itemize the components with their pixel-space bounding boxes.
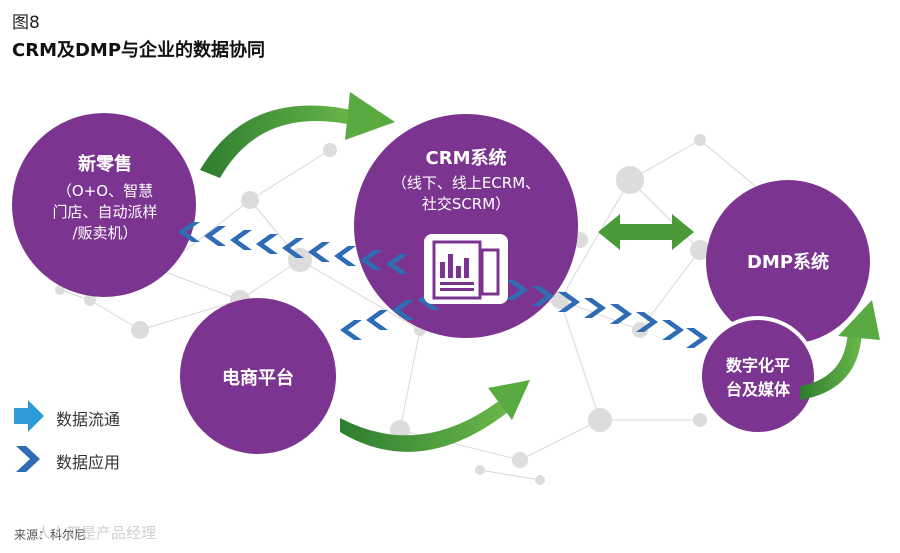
ecommerce-node: 电商平台 xyxy=(190,364,326,390)
digital-title-1: 数字化平 xyxy=(725,356,790,375)
source-note: 来源：科尔尼 xyxy=(14,528,87,542)
chevron-right-icon xyxy=(16,446,40,472)
digital-circle xyxy=(698,316,818,436)
ecommerce-circle xyxy=(180,298,336,454)
arrow-digital-to-dmp xyxy=(800,300,880,400)
report-document-icon xyxy=(424,234,508,304)
retail-title: 新零售 xyxy=(78,154,132,175)
retail-node: 新零售 （O+O、智慧 门店、自动派样 /贩卖机） xyxy=(22,150,188,243)
dmp-circle xyxy=(706,180,870,344)
crm-detail-2: 社交SCRM） xyxy=(421,195,511,213)
legend-flow-label: 数据流通 xyxy=(56,410,121,429)
figure-label: 图8 xyxy=(12,13,40,33)
watermark: 人人都是产品经理 xyxy=(36,524,157,542)
crm-detail-1: （线下、线上ECRM、 xyxy=(391,174,541,192)
arrow-crm-dmp-bidirectional xyxy=(598,214,694,250)
retail-detail-1: （O+O、智慧 xyxy=(56,182,154,200)
right-arrow-icon xyxy=(14,400,44,432)
chevrons-crm-to-retail xyxy=(178,222,408,274)
crm-circle xyxy=(354,114,578,338)
crm-node: CRM系统 （线下、线上ECRM、 社交SCRM） xyxy=(356,144,576,214)
crm-title: CRM系统 xyxy=(425,148,507,169)
retail-detail-3: /贩卖机） xyxy=(72,224,138,242)
digital-node: 数字化平 台及媒体 xyxy=(706,352,810,400)
retail-circle xyxy=(12,113,196,297)
arrow-ecommerce-to-crm xyxy=(340,380,530,452)
legend-apply-label: 数据应用 xyxy=(56,453,121,472)
figure-title: CRM及DMP与企业的数据协同 xyxy=(12,40,266,61)
ecommerce-title: 电商平台 xyxy=(222,368,294,389)
dmp-node: DMP系统 xyxy=(716,248,860,274)
chevrons-crm-to-digital xyxy=(506,280,708,348)
retail-detail-2: 门店、自动派样 xyxy=(52,203,158,221)
digital-title-2: 台及媒体 xyxy=(725,380,790,399)
dmp-title: DMP系统 xyxy=(746,252,830,273)
arrow-retail-to-crm xyxy=(200,92,395,178)
